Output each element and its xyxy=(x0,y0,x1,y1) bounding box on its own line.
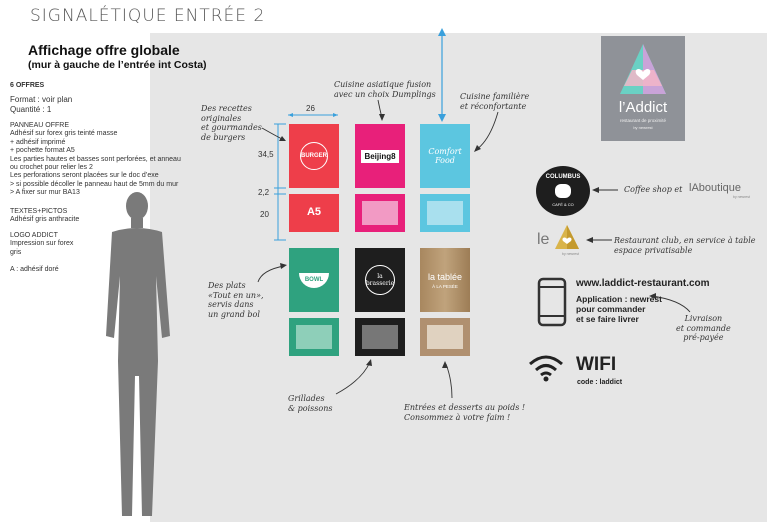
annotation-asian: Cuisine asiatique fusion avec un choix D… xyxy=(334,80,436,99)
spec-line: ou crochet pour relier les 2 xyxy=(10,164,93,172)
wifi-code: code : laddict xyxy=(577,379,623,386)
app-text: Application : newrest pour commander et … xyxy=(576,294,662,324)
panel-beijing-label: Beijing8 xyxy=(361,149,399,163)
spec-line: + adhésif imprimé xyxy=(10,138,66,146)
pocket-brasserie xyxy=(355,318,405,356)
panel-brasserie-line1: la xyxy=(377,273,383,280)
le-by: by newrest xyxy=(562,252,579,256)
annotation-restaurant: Restaurant club, en service à table espa… xyxy=(614,236,756,255)
spec-textes-title: TEXTES+PICTOS xyxy=(10,208,68,215)
arrow-delivery xyxy=(651,295,691,313)
spec-line: Impression sur forex xyxy=(10,240,74,248)
pocket-comfort xyxy=(420,194,470,232)
wifi-icon xyxy=(529,355,563,382)
bear-icon xyxy=(555,184,571,198)
panel-burger: BURGER xyxy=(289,124,339,188)
dim-panel-height: 34,5 xyxy=(258,150,274,159)
aboutique-label: lAboutique xyxy=(689,182,741,194)
annotation-grill: Grillades & poissons xyxy=(288,394,333,413)
panel-comfort: Comfort Food xyxy=(420,124,470,188)
website-url: www.laddict-restaurant.com xyxy=(576,278,710,289)
spec-line: gris xyxy=(10,248,22,256)
dim-gap: 2,2 xyxy=(258,188,270,197)
arrow-buffet xyxy=(445,363,453,399)
spec-offres: 6 OFFRES xyxy=(10,82,45,89)
spec-panneau-title: PANNEAU OFFRE xyxy=(10,122,69,129)
spec-line: Adhésif gris anthracite xyxy=(10,216,80,224)
burger-logo-icon: BURGER xyxy=(300,142,328,170)
addict-tagline: restaurant de proximité xyxy=(619,118,667,123)
dim-width: 26 xyxy=(306,104,315,113)
panel-bowl-label: BOWL xyxy=(304,277,324,283)
spec-line: Adhésif sur forex gris teinté masse xyxy=(10,130,118,138)
smartphone-icon xyxy=(537,277,567,327)
panel-comfort-label: Comfort Food xyxy=(428,147,462,165)
annotation-coffee: Coffee shop et xyxy=(624,185,683,194)
spec-format: Format : voir plan xyxy=(10,95,73,104)
spec-line: Les parties hautes et basses sont perfor… xyxy=(10,155,181,163)
spec-line: Les perforations seront placées sur le d… xyxy=(10,172,159,180)
addict-logo-panel: l’Addict restaurant de proximité by newr… xyxy=(601,36,685,141)
pocket-beijing xyxy=(355,194,405,232)
addict-by: by newrest xyxy=(633,125,653,130)
columbus-label: COLUMBUS xyxy=(545,174,581,180)
pocket-burger: A5 xyxy=(289,194,339,232)
spec-line: + pochette format A5 xyxy=(10,147,75,155)
person-silhouette xyxy=(106,192,170,516)
aboutique-by: by newrest xyxy=(733,195,750,199)
panel-beijing: Beijing8 xyxy=(355,124,405,188)
pocket-a5-label: A5 xyxy=(306,206,322,218)
panel-tablee-label: la tablée xyxy=(427,271,463,282)
spec-textes-block: TEXTES+PICTOS Adhésif gris anthracite xyxy=(10,208,79,225)
panel-burger-label: BURGER xyxy=(301,153,328,159)
arrow-bowl xyxy=(257,265,285,283)
spec-line: > si possible décoller le panneau haut d… xyxy=(10,180,179,188)
gold-a-logo-icon xyxy=(555,225,579,249)
panel-tablee: la tablée À LA PESÉE xyxy=(420,248,470,312)
panel-brasserie-line2: brasserie xyxy=(365,280,395,287)
page-title: SIGNALÉTIQUE ENTRÉE 2 xyxy=(30,6,266,26)
brasserie-logo-icon: la brasserie xyxy=(365,265,395,295)
pocket-bowl xyxy=(289,318,339,356)
annotation-delivery: Livraison et commande pré-payée xyxy=(676,314,731,342)
spec-panneau-block: PANNEAU OFFRE Adhésif sur forex gris tei… xyxy=(10,122,181,198)
spec-a-line: A : adhésif doré xyxy=(10,266,59,273)
annotation-burgers: Des recettes originales et gourmandes de… xyxy=(201,104,262,142)
columbus-sub: CAFÉ & CO xyxy=(552,202,574,207)
panel-bowl: BOWL xyxy=(289,248,339,312)
columbus-logo-icon: COLUMBUS CAFÉ & CO xyxy=(536,166,590,216)
panel-brasserie: la brasserie xyxy=(355,248,405,312)
addict-a-logo-icon xyxy=(620,44,666,94)
bowl-icon: BOWL xyxy=(299,272,329,288)
spec-line: > A fixer sur mur BA13 xyxy=(10,189,80,197)
wifi-label: WIFI xyxy=(576,354,617,375)
arrow-grill xyxy=(335,361,371,395)
addict-name: l’Addict xyxy=(618,99,668,116)
pocket-tablee xyxy=(420,318,470,356)
spec-logo-block: LOGO ADDICT Impression sur forex gris xyxy=(10,232,73,257)
spec-logo-title: LOGO ADDICT xyxy=(10,232,58,239)
section-title: Affichage offre globale xyxy=(28,42,180,58)
dimension-lines xyxy=(274,28,446,241)
annotation-bowl: Des plats «Tout en un», servis dans un g… xyxy=(208,281,264,319)
dim-pocket-height: 20 xyxy=(260,210,269,219)
le-label: le xyxy=(537,231,550,248)
arrow-family xyxy=(475,111,499,151)
panel-tablee-sub: À LA PESÉE xyxy=(432,283,458,289)
annotation-family: Cuisine familière et réconfortante xyxy=(460,92,530,111)
annotation-buffet: Entrées et desserts au poids ! Consommez… xyxy=(404,403,526,422)
section-subtitle: (mur à gauche de l’entrée int Costa) xyxy=(28,59,207,71)
spec-quantite: Quantité : 1 xyxy=(10,105,52,114)
